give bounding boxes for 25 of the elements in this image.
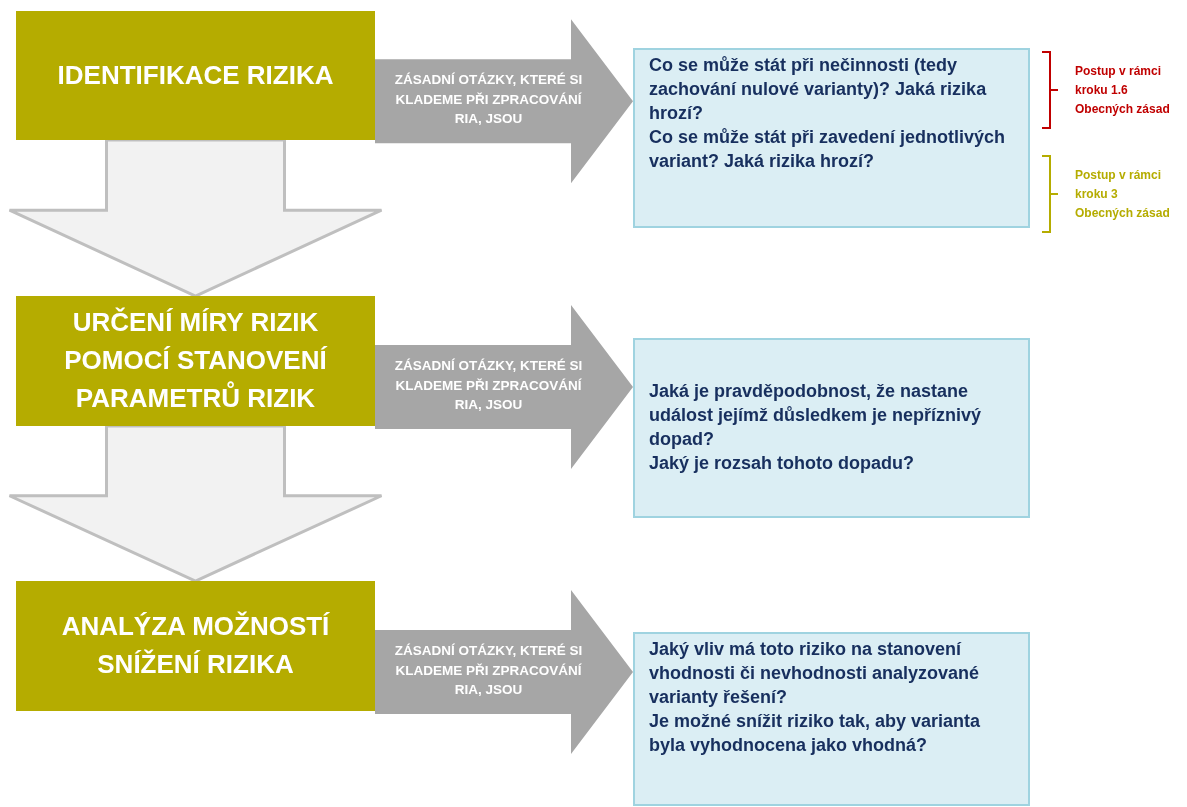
- question-box: [633, 338, 1030, 518]
- note-text: Postup v rámci kroku 1.6 Obecných zásad: [1075, 63, 1171, 119]
- note-text: Postup v rámci kroku 3 Obecných zásad: [1075, 167, 1171, 223]
- edge-label: ZÁSADNÍ OTÁZKY, KTERÉ SI KLADEME PŘI ZPRACOVÁNÍ RIA, JSOU: [393, 71, 584, 129]
- question-box: [633, 632, 1030, 806]
- block-arrow: [375, 19, 633, 184]
- question-text: Je možné snížit riziko tak, aby varianta byla vyhodnocena jako vhodná?: [649, 709, 982, 757]
- block-arrow: [375, 305, 633, 469]
- block-arrow: [375, 590, 633, 754]
- question-text: Jaká je pravděpodobnost, že nastane událost jejímž důsledkem je nepříznivý dopad?: [649, 380, 983, 451]
- down-block-arrow: [8, 138, 383, 298]
- question-text: Co se může stát při nečinnosti (tedy zachování nulové varianty)? Jaká rizika hrozí?: [649, 54, 988, 125]
- question-text: Co se může stát při zavedení jednotlivých variant? Jaká rizika hrozí?: [649, 125, 1007, 173]
- edge-label: ZÁSADNÍ OTÁZKY, KTERÉ SI KLADEME PŘI ZPRACOVÁNÍ RIA, JSOU: [393, 357, 584, 415]
- step-title: URČENÍ MÍRY RIZIK POMOCÍ STANOVENÍ PARAMETRŮ RIZIK: [63, 306, 329, 415]
- question-box: [633, 48, 1030, 228]
- step-box: [16, 11, 375, 140]
- edge-label: ZÁSADNÍ OTÁZKY, KTERÉ SI KLADEME PŘI ZPRACOVÁNÍ RIA, JSOU: [393, 642, 584, 700]
- down-block-arrow: [8, 424, 383, 583]
- step-box: [16, 296, 375, 426]
- step-title: ANALÝZA MOŽNOSTÍ SNÍŽENÍ RIZIKA: [60, 610, 331, 681]
- question-text: Jaký je rozsah tohoto dopadu?: [649, 451, 916, 475]
- question-text: Jaký vliv má toto riziko na stanovení vhodnosti či nevhodnosti analyzované varianty řešení?: [649, 638, 981, 709]
- step-box: [16, 581, 375, 711]
- step-title: IDENTIFIKACE RIZIKA: [57, 58, 334, 92]
